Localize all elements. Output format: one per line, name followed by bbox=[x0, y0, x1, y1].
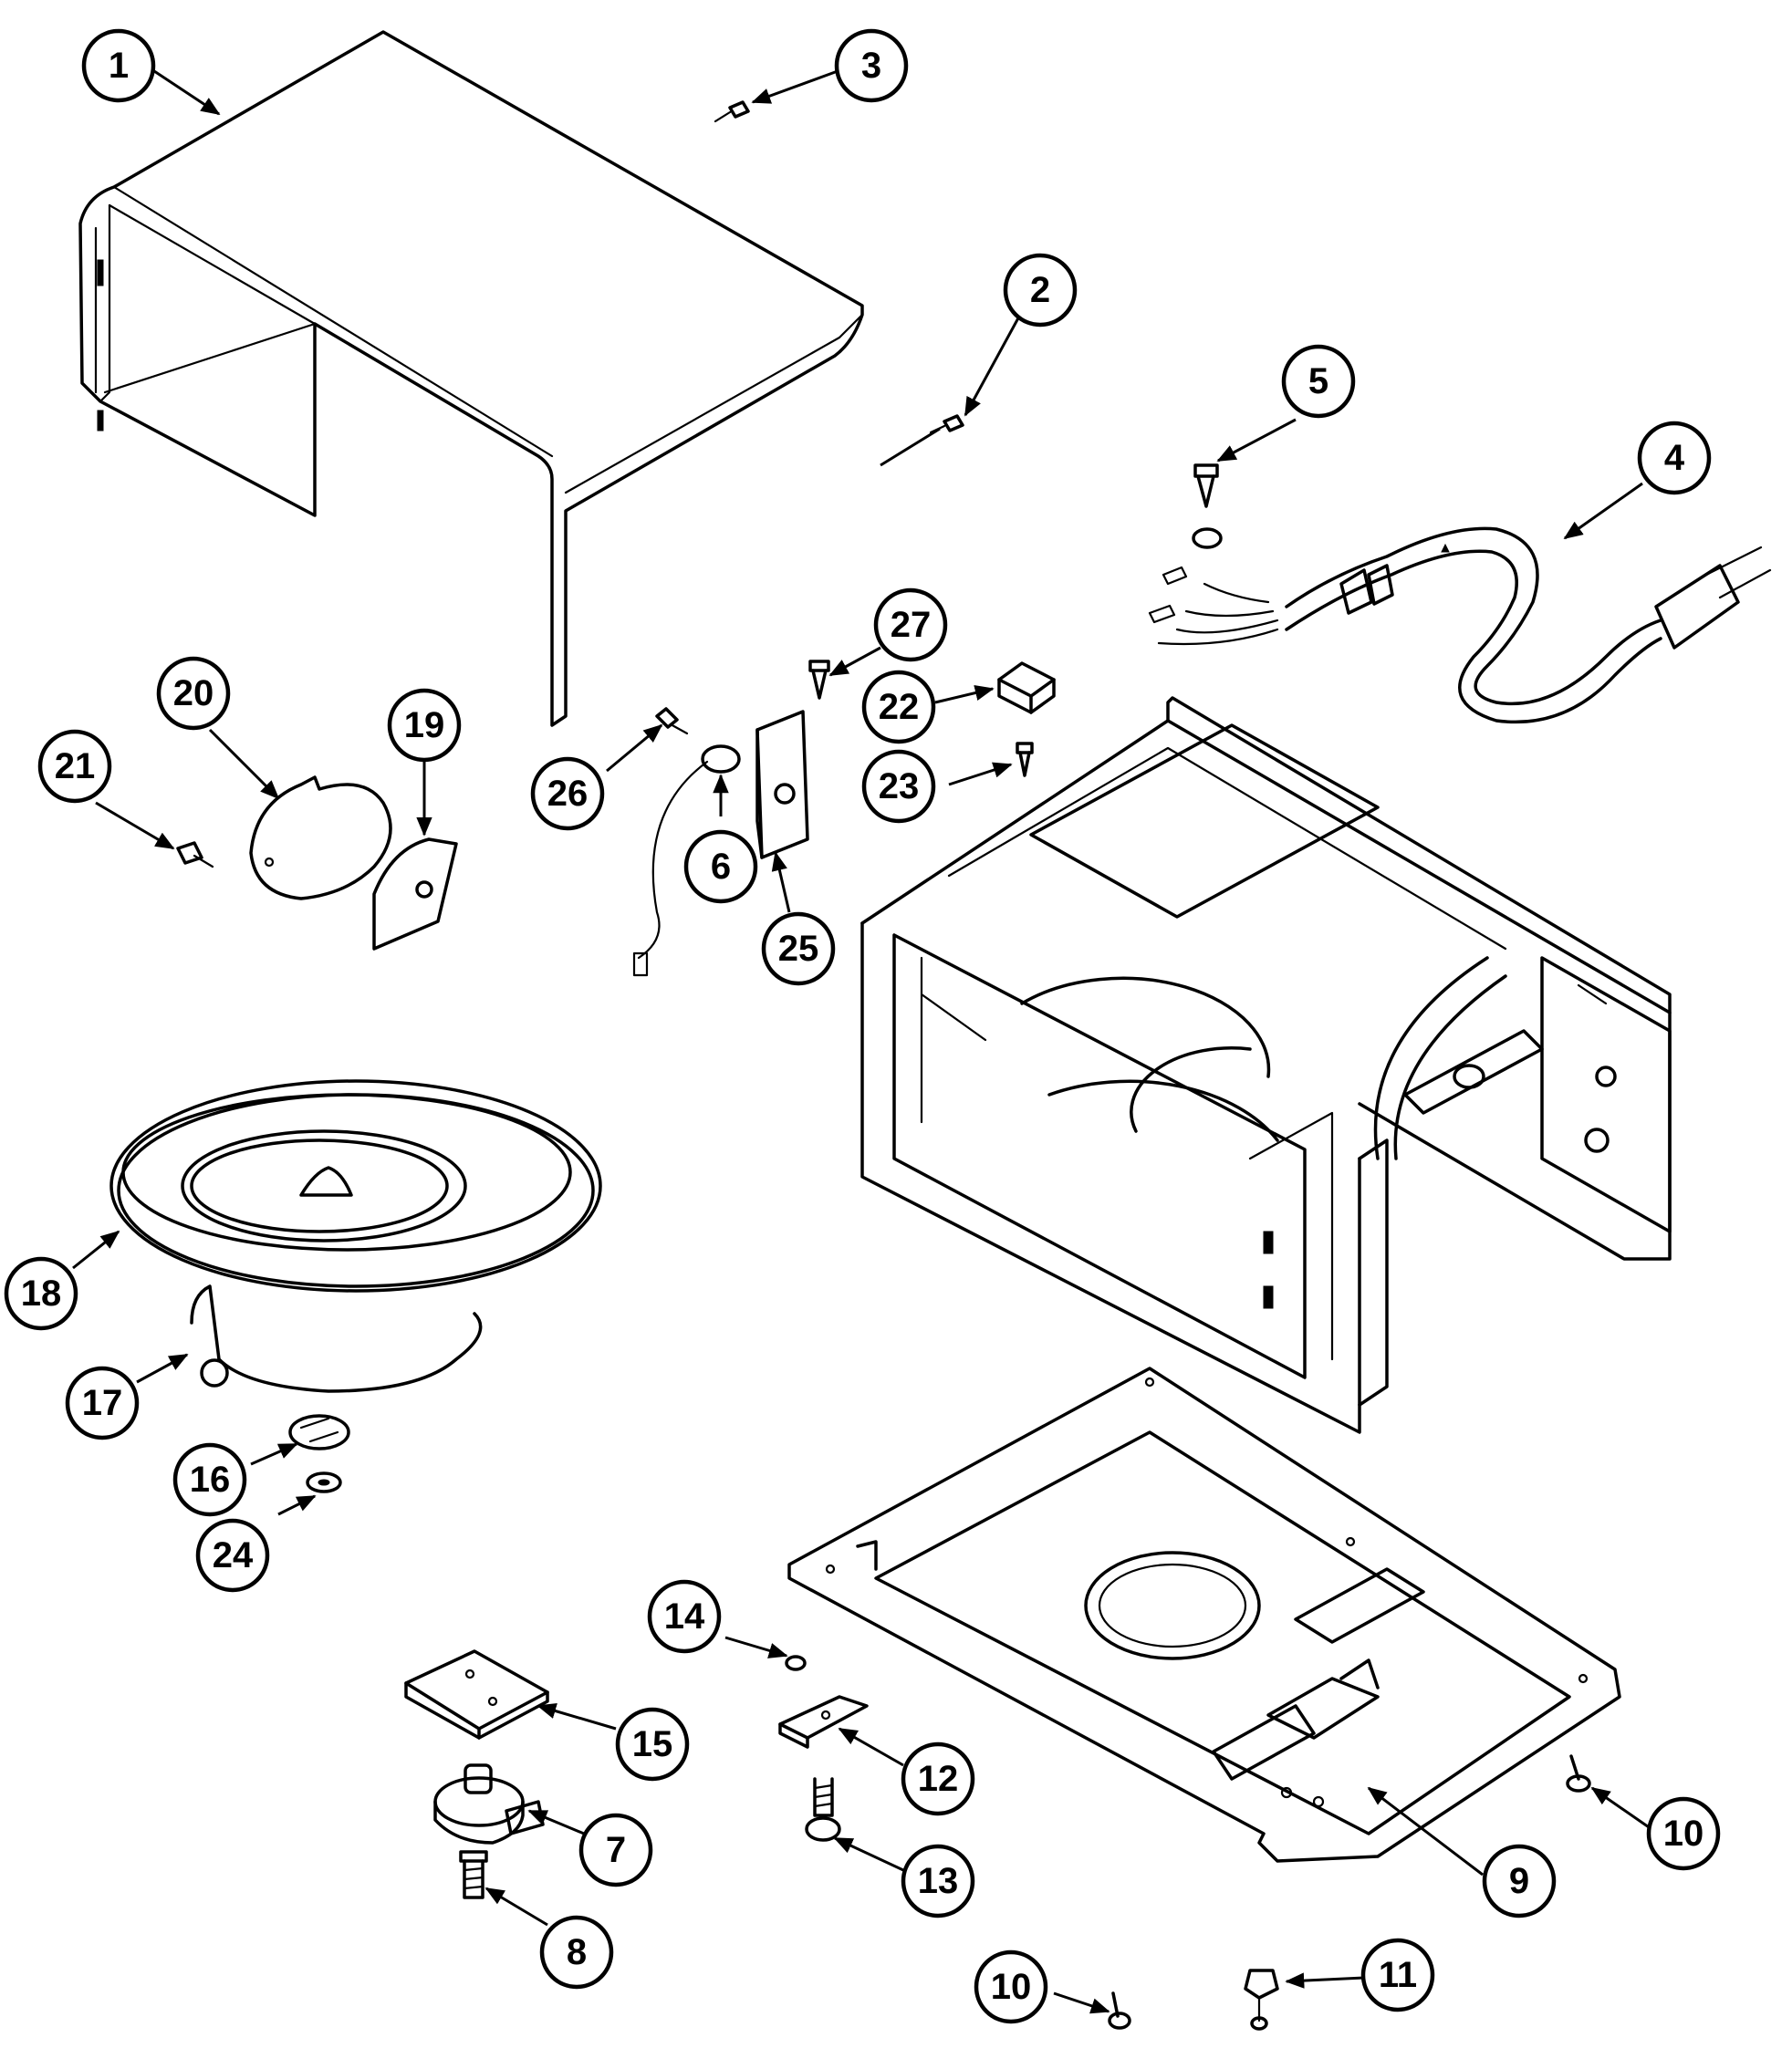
callout-13: 13 bbox=[901, 1844, 975, 1918]
coupler-part-16 bbox=[288, 1414, 350, 1450]
callout-15-label: 15 bbox=[632, 1724, 673, 1764]
callout-27: 27 bbox=[873, 587, 948, 662]
callout-18: 18 bbox=[4, 1256, 78, 1331]
callout-24: 24 bbox=[195, 1518, 270, 1593]
callout-3-label: 3 bbox=[861, 46, 881, 86]
callout-10-right-label: 10 bbox=[1663, 1814, 1704, 1854]
callout-18-label: 18 bbox=[21, 1274, 62, 1314]
oven-cavity-chassis bbox=[860, 696, 1672, 1434]
washer-part-24 bbox=[306, 1471, 342, 1493]
bracket-part-12 bbox=[778, 1695, 869, 1749]
callout-8-label: 8 bbox=[567, 1932, 587, 1972]
callout-16: 16 bbox=[172, 1442, 247, 1517]
base-plate-part-9 bbox=[787, 1367, 1621, 1863]
callout-13-label: 13 bbox=[918, 1861, 959, 1901]
screw-part-26 bbox=[655, 707, 689, 735]
callout-12: 12 bbox=[901, 1741, 975, 1816]
screw-part-23 bbox=[1016, 742, 1034, 777]
lamp-socket-part-6 bbox=[632, 744, 741, 977]
callout-19-label: 19 bbox=[404, 705, 445, 745]
callout-5: 5 bbox=[1281, 344, 1356, 419]
callout-3: 3 bbox=[834, 28, 909, 103]
callout-2-label: 2 bbox=[1030, 270, 1050, 310]
callout-23-label: 23 bbox=[879, 766, 920, 806]
callout-10-bottom: 10 bbox=[974, 1949, 1048, 2024]
callout-25: 25 bbox=[761, 911, 836, 986]
nut-part-14 bbox=[785, 1655, 807, 1671]
foot-part-11 bbox=[1244, 1969, 1279, 2031]
callout-10-right: 10 bbox=[1646, 1796, 1721, 1871]
callout-7-label: 7 bbox=[606, 1830, 626, 1870]
callout-20-label: 20 bbox=[173, 673, 214, 713]
callout-23: 23 bbox=[861, 749, 936, 824]
callout-9-label: 9 bbox=[1509, 1861, 1529, 1901]
screw-part-21 bbox=[176, 841, 214, 868]
callout-22-label: 22 bbox=[879, 687, 920, 727]
screw-part-13 bbox=[805, 1777, 841, 1842]
roller-ring-part-17 bbox=[190, 1284, 483, 1393]
callout-24-label: 24 bbox=[213, 1535, 254, 1575]
callout-19: 19 bbox=[387, 688, 462, 763]
callout-17: 17 bbox=[65, 1366, 140, 1440]
screw-part-2 bbox=[880, 414, 964, 467]
callout-11-label: 11 bbox=[1379, 1955, 1417, 1995]
callout-1: 1 bbox=[81, 28, 156, 103]
leader-lines bbox=[72, 64, 1652, 2014]
callout-8: 8 bbox=[539, 1915, 614, 1990]
callout-21: 21 bbox=[37, 729, 112, 804]
callout-11: 11 bbox=[1360, 1938, 1435, 2012]
callout-6-label: 6 bbox=[711, 847, 731, 887]
callout-5-label: 5 bbox=[1308, 361, 1328, 401]
screw-part-3 bbox=[714, 100, 750, 123]
power-cord-part-4 bbox=[1148, 526, 1772, 724]
callout-6: 6 bbox=[683, 829, 758, 904]
callout-14-label: 14 bbox=[664, 1596, 705, 1637]
interlock-switch-part-22 bbox=[997, 661, 1056, 714]
callout-17-label: 17 bbox=[82, 1383, 123, 1423]
turntable-motor-part-7 bbox=[433, 1763, 545, 1845]
callout-21-label: 21 bbox=[55, 746, 96, 786]
callout-9: 9 bbox=[1482, 1844, 1557, 1918]
stirrer-cover-part-20 bbox=[249, 775, 392, 900]
callout-25-label: 25 bbox=[778, 929, 819, 969]
callout-27-label: 27 bbox=[891, 605, 932, 645]
callout-26: 26 bbox=[530, 756, 605, 831]
callout-2: 2 bbox=[1003, 253, 1078, 328]
callout-20: 20 bbox=[156, 656, 231, 731]
foot-part-10-right bbox=[1566, 1754, 1591, 1793]
stirrer-fan-part-19 bbox=[372, 837, 458, 951]
callout-26-label: 26 bbox=[547, 774, 589, 814]
callout-10-bottom-label: 10 bbox=[991, 1967, 1032, 2007]
callout-16-label: 16 bbox=[190, 1460, 231, 1500]
callout-4: 4 bbox=[1637, 421, 1712, 495]
screw-part-5 bbox=[1193, 463, 1219, 508]
bracket-part-25 bbox=[755, 710, 809, 859]
callout-14: 14 bbox=[647, 1579, 722, 1654]
glass-turntable-part-18 bbox=[109, 1079, 602, 1293]
screw-part-8 bbox=[459, 1850, 488, 1899]
screw-part-27 bbox=[808, 660, 830, 700]
callout-22: 22 bbox=[861, 670, 936, 744]
callout-15: 15 bbox=[615, 1707, 690, 1782]
callout-12-label: 12 bbox=[918, 1759, 959, 1799]
callout-7: 7 bbox=[578, 1813, 653, 1887]
bracket-plate-part-15 bbox=[404, 1649, 549, 1740]
foot-part-10-bottom bbox=[1108, 1991, 1131, 2030]
outer-cabinet-wrapper bbox=[78, 30, 864, 727]
callout-1-label: 1 bbox=[109, 46, 129, 86]
callout-4-label: 4 bbox=[1664, 438, 1685, 478]
